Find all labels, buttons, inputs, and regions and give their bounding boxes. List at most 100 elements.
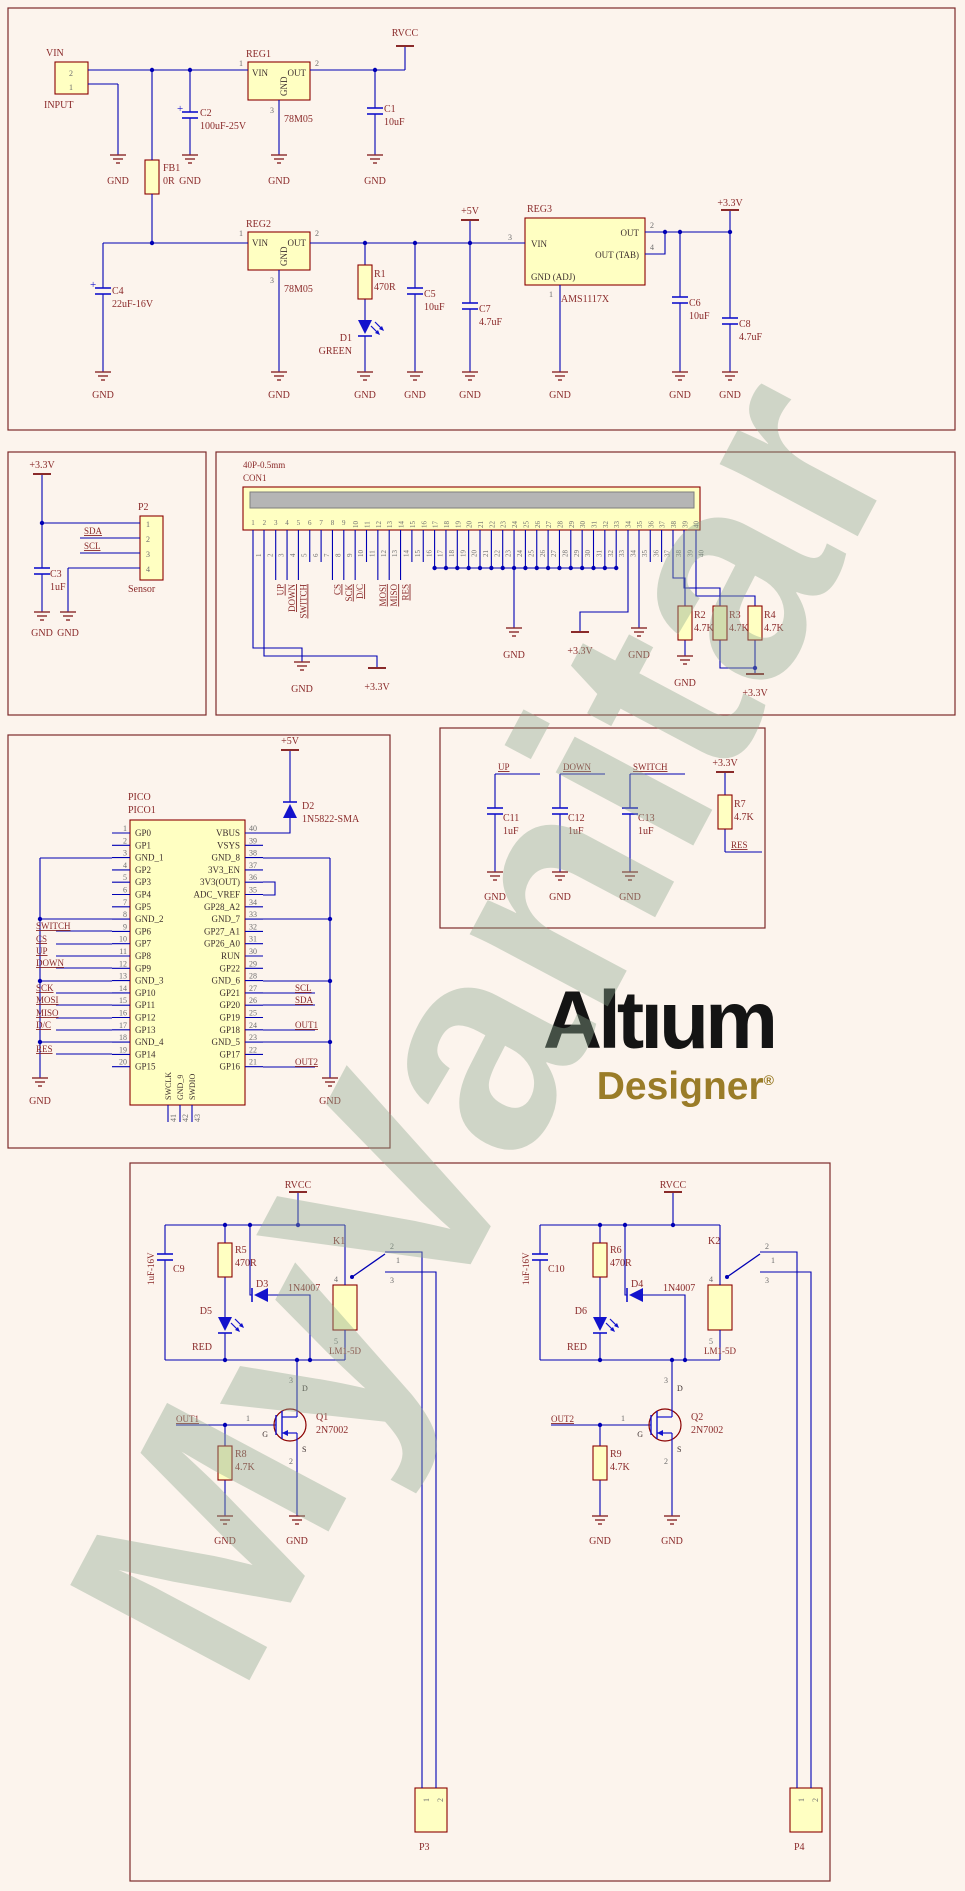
pico-pin-name-swclk[interactable]: SWCLK bbox=[164, 1072, 173, 1100]
label-1[interactable]: 1 bbox=[549, 290, 553, 299]
pico-pin-number-37[interactable]: 37 bbox=[249, 861, 257, 870]
wire[interactable] bbox=[385, 1271, 437, 1788]
label-pico1[interactable]: PICO1 bbox=[128, 805, 156, 816]
con1-pin-number-10[interactable]: 10 bbox=[352, 521, 360, 529]
led-d5[interactable] bbox=[218, 1317, 232, 1331]
label-4-7k[interactable]: 4.7K bbox=[235, 1462, 256, 1473]
pico-pin-number-42[interactable]: 42 bbox=[181, 1114, 190, 1122]
label-1uf-16v[interactable]: 1uF-16V bbox=[146, 1252, 156, 1285]
con1-pin-designator-23[interactable]: 23 bbox=[505, 550, 513, 558]
pico-pin-number-9[interactable]: 9 bbox=[123, 922, 127, 931]
con1-pin-number-18[interactable]: 18 bbox=[443, 521, 451, 529]
con1-pin-number-12[interactable]: 12 bbox=[375, 521, 383, 529]
label-out[interactable]: OUT bbox=[621, 228, 640, 238]
label-gnd[interactable]: GND bbox=[319, 1096, 341, 1107]
wire[interactable] bbox=[683, 530, 721, 606]
label-gnd[interactable]: GND bbox=[268, 176, 290, 187]
label-gnd[interactable]: GND bbox=[719, 390, 741, 401]
label-up[interactable]: UP bbox=[36, 946, 48, 956]
pico-pin-number-8[interactable]: 8 bbox=[123, 910, 127, 919]
pico-pin-name-gp14[interactable]: GP14 bbox=[135, 1049, 156, 1059]
pico-pin-name-adc-vref[interactable]: ADC_VREF bbox=[193, 890, 240, 900]
label-r9[interactable]: R9 bbox=[610, 1449, 622, 1460]
label-sda[interactable]: SDA bbox=[295, 995, 314, 1005]
label-2[interactable]: 2 bbox=[436, 1798, 445, 1802]
con1-pin-designator-2[interactable]: 2 bbox=[266, 553, 274, 557]
label-4-7uf[interactable]: 4.7uF bbox=[739, 332, 763, 343]
con1-pin-number-33[interactable]: 33 bbox=[613, 521, 621, 529]
pico-pin-name-gp9[interactable]: GP9 bbox=[135, 963, 152, 973]
pico-pin-name-gp1[interactable]: GP1 bbox=[135, 840, 151, 850]
con1-pin-number-5[interactable]: 5 bbox=[297, 519, 301, 527]
label-r5[interactable]: R5 bbox=[235, 1245, 247, 1256]
pico-pin-number-13[interactable]: 13 bbox=[119, 972, 127, 981]
label-1[interactable]: 1 bbox=[69, 83, 73, 92]
mosfet-q1[interactable] bbox=[273, 1408, 307, 1442]
pico-pin-name-gp18[interactable]: GP18 bbox=[219, 1025, 240, 1035]
label-gnd[interactable]: GND bbox=[279, 246, 289, 266]
label-1[interactable]: 1 bbox=[797, 1798, 806, 1802]
pico-pin-name-gnd_3[interactable]: GND_3 bbox=[135, 976, 164, 986]
label-470r[interactable]: 470R bbox=[610, 1258, 632, 1269]
diode-d2[interactable] bbox=[283, 804, 297, 818]
net-label-sck[interactable]: SCK bbox=[344, 584, 354, 602]
label-d3[interactable]: D3 bbox=[256, 1279, 268, 1290]
label-d[interactable]: D bbox=[677, 1384, 683, 1393]
con1-pin-designator-13[interactable]: 13 bbox=[391, 550, 399, 558]
con1-pin-number-31[interactable]: 31 bbox=[591, 521, 599, 529]
pico-pin-number-4[interactable]: 4 bbox=[123, 861, 127, 870]
connector-p4[interactable] bbox=[789, 1787, 823, 1833]
label-d6[interactable]: D6 bbox=[575, 1306, 587, 1317]
label-d2[interactable]: D2 bbox=[302, 801, 314, 812]
con1-pin-designator-10[interactable]: 10 bbox=[357, 550, 365, 558]
label-d[interactable]: D bbox=[302, 1384, 308, 1393]
con1-pin-designator-35[interactable]: 35 bbox=[641, 550, 649, 558]
relay-coil-k2[interactable] bbox=[707, 1284, 733, 1331]
pico-pin-number-22[interactable]: 22 bbox=[249, 1045, 257, 1054]
con1-pin-number-17[interactable]: 17 bbox=[432, 521, 440, 529]
label-4[interactable]: 4 bbox=[146, 565, 150, 574]
net-label-mosi[interactable]: MOSI bbox=[378, 584, 388, 607]
label-gnd[interactable]: GND bbox=[92, 390, 114, 401]
label-1[interactable]: 1 bbox=[146, 520, 150, 529]
pico-pin-name-gp26-a0[interactable]: GP26_A0 bbox=[204, 939, 241, 949]
pico-pin-number-24[interactable]: 24 bbox=[249, 1021, 257, 1030]
con1-pin-number-3[interactable]: 3 bbox=[274, 519, 278, 527]
con1-pin-designator-37[interactable]: 37 bbox=[664, 550, 672, 558]
con1-pin-number-39[interactable]: 39 bbox=[681, 521, 689, 529]
label-2[interactable]: 2 bbox=[811, 1798, 820, 1802]
label-q2[interactable]: Q2 bbox=[691, 1412, 703, 1423]
label-78m05[interactable]: 78M05 bbox=[284, 114, 313, 125]
con1-pin-number-27[interactable]: 27 bbox=[545, 521, 553, 529]
resistor-r9[interactable] bbox=[592, 1445, 608, 1481]
con1-pin-designator-36[interactable]: 36 bbox=[652, 550, 660, 558]
con1-pin-number-28[interactable]: 28 bbox=[556, 521, 564, 529]
label-gnd[interactable]: GND bbox=[459, 390, 481, 401]
label-4-7uf[interactable]: 4.7uF bbox=[479, 317, 503, 328]
wire[interactable] bbox=[252, 530, 303, 662]
pico-pin-name-gnd_4[interactable]: GND_4 bbox=[135, 1037, 164, 1047]
pico-pin-number-18[interactable]: 18 bbox=[119, 1033, 127, 1042]
label-g[interactable]: G bbox=[262, 1430, 268, 1439]
label-c8[interactable]: C8 bbox=[739, 319, 751, 330]
label-res[interactable]: RES bbox=[731, 840, 748, 850]
con1-pin-designator-12[interactable]: 12 bbox=[380, 550, 388, 558]
label-10uf[interactable]: 10uF bbox=[424, 302, 445, 313]
label-3[interactable]: 3 bbox=[289, 1376, 293, 1385]
label-k1[interactable]: K1 bbox=[333, 1236, 345, 1247]
con1-pin-designator-7[interactable]: 7 bbox=[323, 553, 331, 557]
label-gnd[interactable]: GND bbox=[589, 1536, 611, 1547]
label-1[interactable]: 1 bbox=[239, 59, 243, 68]
label-q1[interactable]: Q1 bbox=[316, 1412, 328, 1423]
label-78m05[interactable]: 78M05 bbox=[284, 284, 313, 295]
pico-pin-name-gp16[interactable]: GP16 bbox=[219, 1062, 240, 1072]
pico-pin-number-40[interactable]: 40 bbox=[249, 824, 257, 833]
pico-pin-name-swdio[interactable]: SWDIO bbox=[188, 1074, 197, 1100]
con1-pin-designator-4[interactable]: 4 bbox=[289, 553, 297, 557]
wire[interactable] bbox=[385, 1251, 423, 1788]
con1-pin-number-19[interactable]: 19 bbox=[454, 521, 462, 529]
pico-pin-name-vbus[interactable]: VBUS bbox=[216, 828, 240, 838]
label-2n7002[interactable]: 2N7002 bbox=[691, 1425, 723, 1436]
label-gnd[interactable]: GND bbox=[619, 892, 641, 903]
label-4-7k[interactable]: 4.7K bbox=[764, 623, 785, 634]
